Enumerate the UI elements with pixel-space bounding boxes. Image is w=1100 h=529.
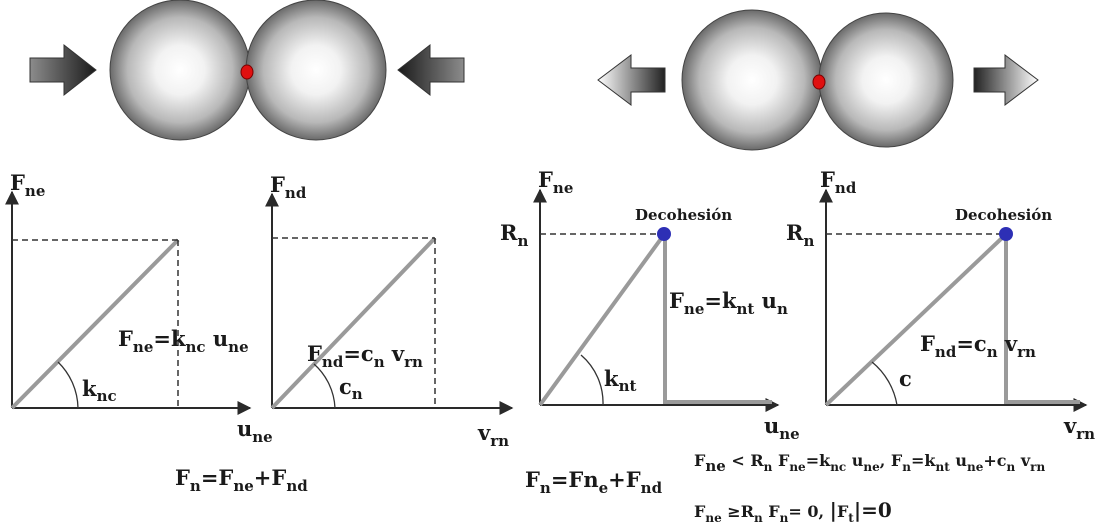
condition-below-strength: Fne < Rn Fne=knc une, Fn=knt une+cn vrn	[694, 451, 1045, 475]
arrow-outward-icon	[973, 53, 1039, 107]
traction-illustration	[597, 9, 1039, 151]
angle-arc	[57, 361, 79, 409]
x-axis-label: vrn	[477, 420, 509, 450]
tick-label: Rn	[500, 220, 528, 250]
plot-damping-force: Fnd vrn cn Fnd=cn vrn	[265, 172, 514, 450]
condition-above-strength: Fne ≥Rn Fn= 0, |Ft|=0	[694, 498, 892, 525]
arrow-outward-icon	[597, 53, 666, 107]
sphere-right	[245, 0, 387, 141]
response-line	[824, 236, 1004, 407]
arrow-inward-icon	[29, 43, 97, 97]
compression-illustration	[29, 0, 465, 141]
response-line	[270, 236, 437, 410]
y-axis-label: Fne	[538, 167, 573, 197]
response-line	[10, 238, 180, 410]
response-line	[538, 234, 665, 407]
angle-arc	[871, 361, 898, 406]
contact-point	[240, 64, 254, 80]
x-axis-label: vrn	[1063, 413, 1095, 443]
equation-label: Fnd=cn vrn	[307, 341, 423, 371]
y-axis-label: Fne	[10, 170, 45, 200]
decohesion-label: Decohesión	[955, 206, 1052, 224]
arrow-inward-icon	[397, 43, 465, 97]
y-axis-label: Fnd	[820, 167, 857, 197]
angle-label: knt	[604, 366, 636, 395]
sphere-left	[109, 0, 251, 141]
plot-elastic-decohesion: Fne une Rn Decohesión knt Fne=knt un	[500, 167, 800, 443]
sphere-left	[681, 9, 823, 151]
angle-label: cn	[339, 374, 363, 403]
decohesion-point	[999, 227, 1013, 241]
sphere-right	[818, 12, 954, 148]
angle-label: c	[899, 366, 912, 391]
contact-point	[812, 74, 826, 90]
angle-arc	[580, 354, 604, 406]
equation-label: Fnd=cn vrn	[920, 331, 1036, 361]
equation-label: Fne=knc une	[118, 326, 249, 356]
equation-label: Fne=knt un	[669, 288, 788, 318]
tick-label: Rn	[786, 220, 814, 250]
plot-elastic-force: Fne une knc Fne=knc une	[4, 170, 273, 446]
y-axis-label: Fnd	[270, 172, 307, 202]
plot-damping-decohesion: Fnd vrn Rn Decohesión c Fnd=cn vrn	[786, 167, 1095, 443]
decohesion-point	[657, 227, 671, 241]
total-force-formula-right: Fn=Fne+Fnd	[525, 467, 663, 497]
x-axis-label: une	[764, 413, 800, 443]
x-axis-label: une	[237, 416, 273, 446]
angle-label: knc	[82, 376, 117, 405]
total-force-formula-left: Fn=Fne+Fnd	[175, 465, 308, 495]
decohesion-label: Decohesión	[635, 206, 732, 224]
angle-arc	[313, 363, 336, 409]
